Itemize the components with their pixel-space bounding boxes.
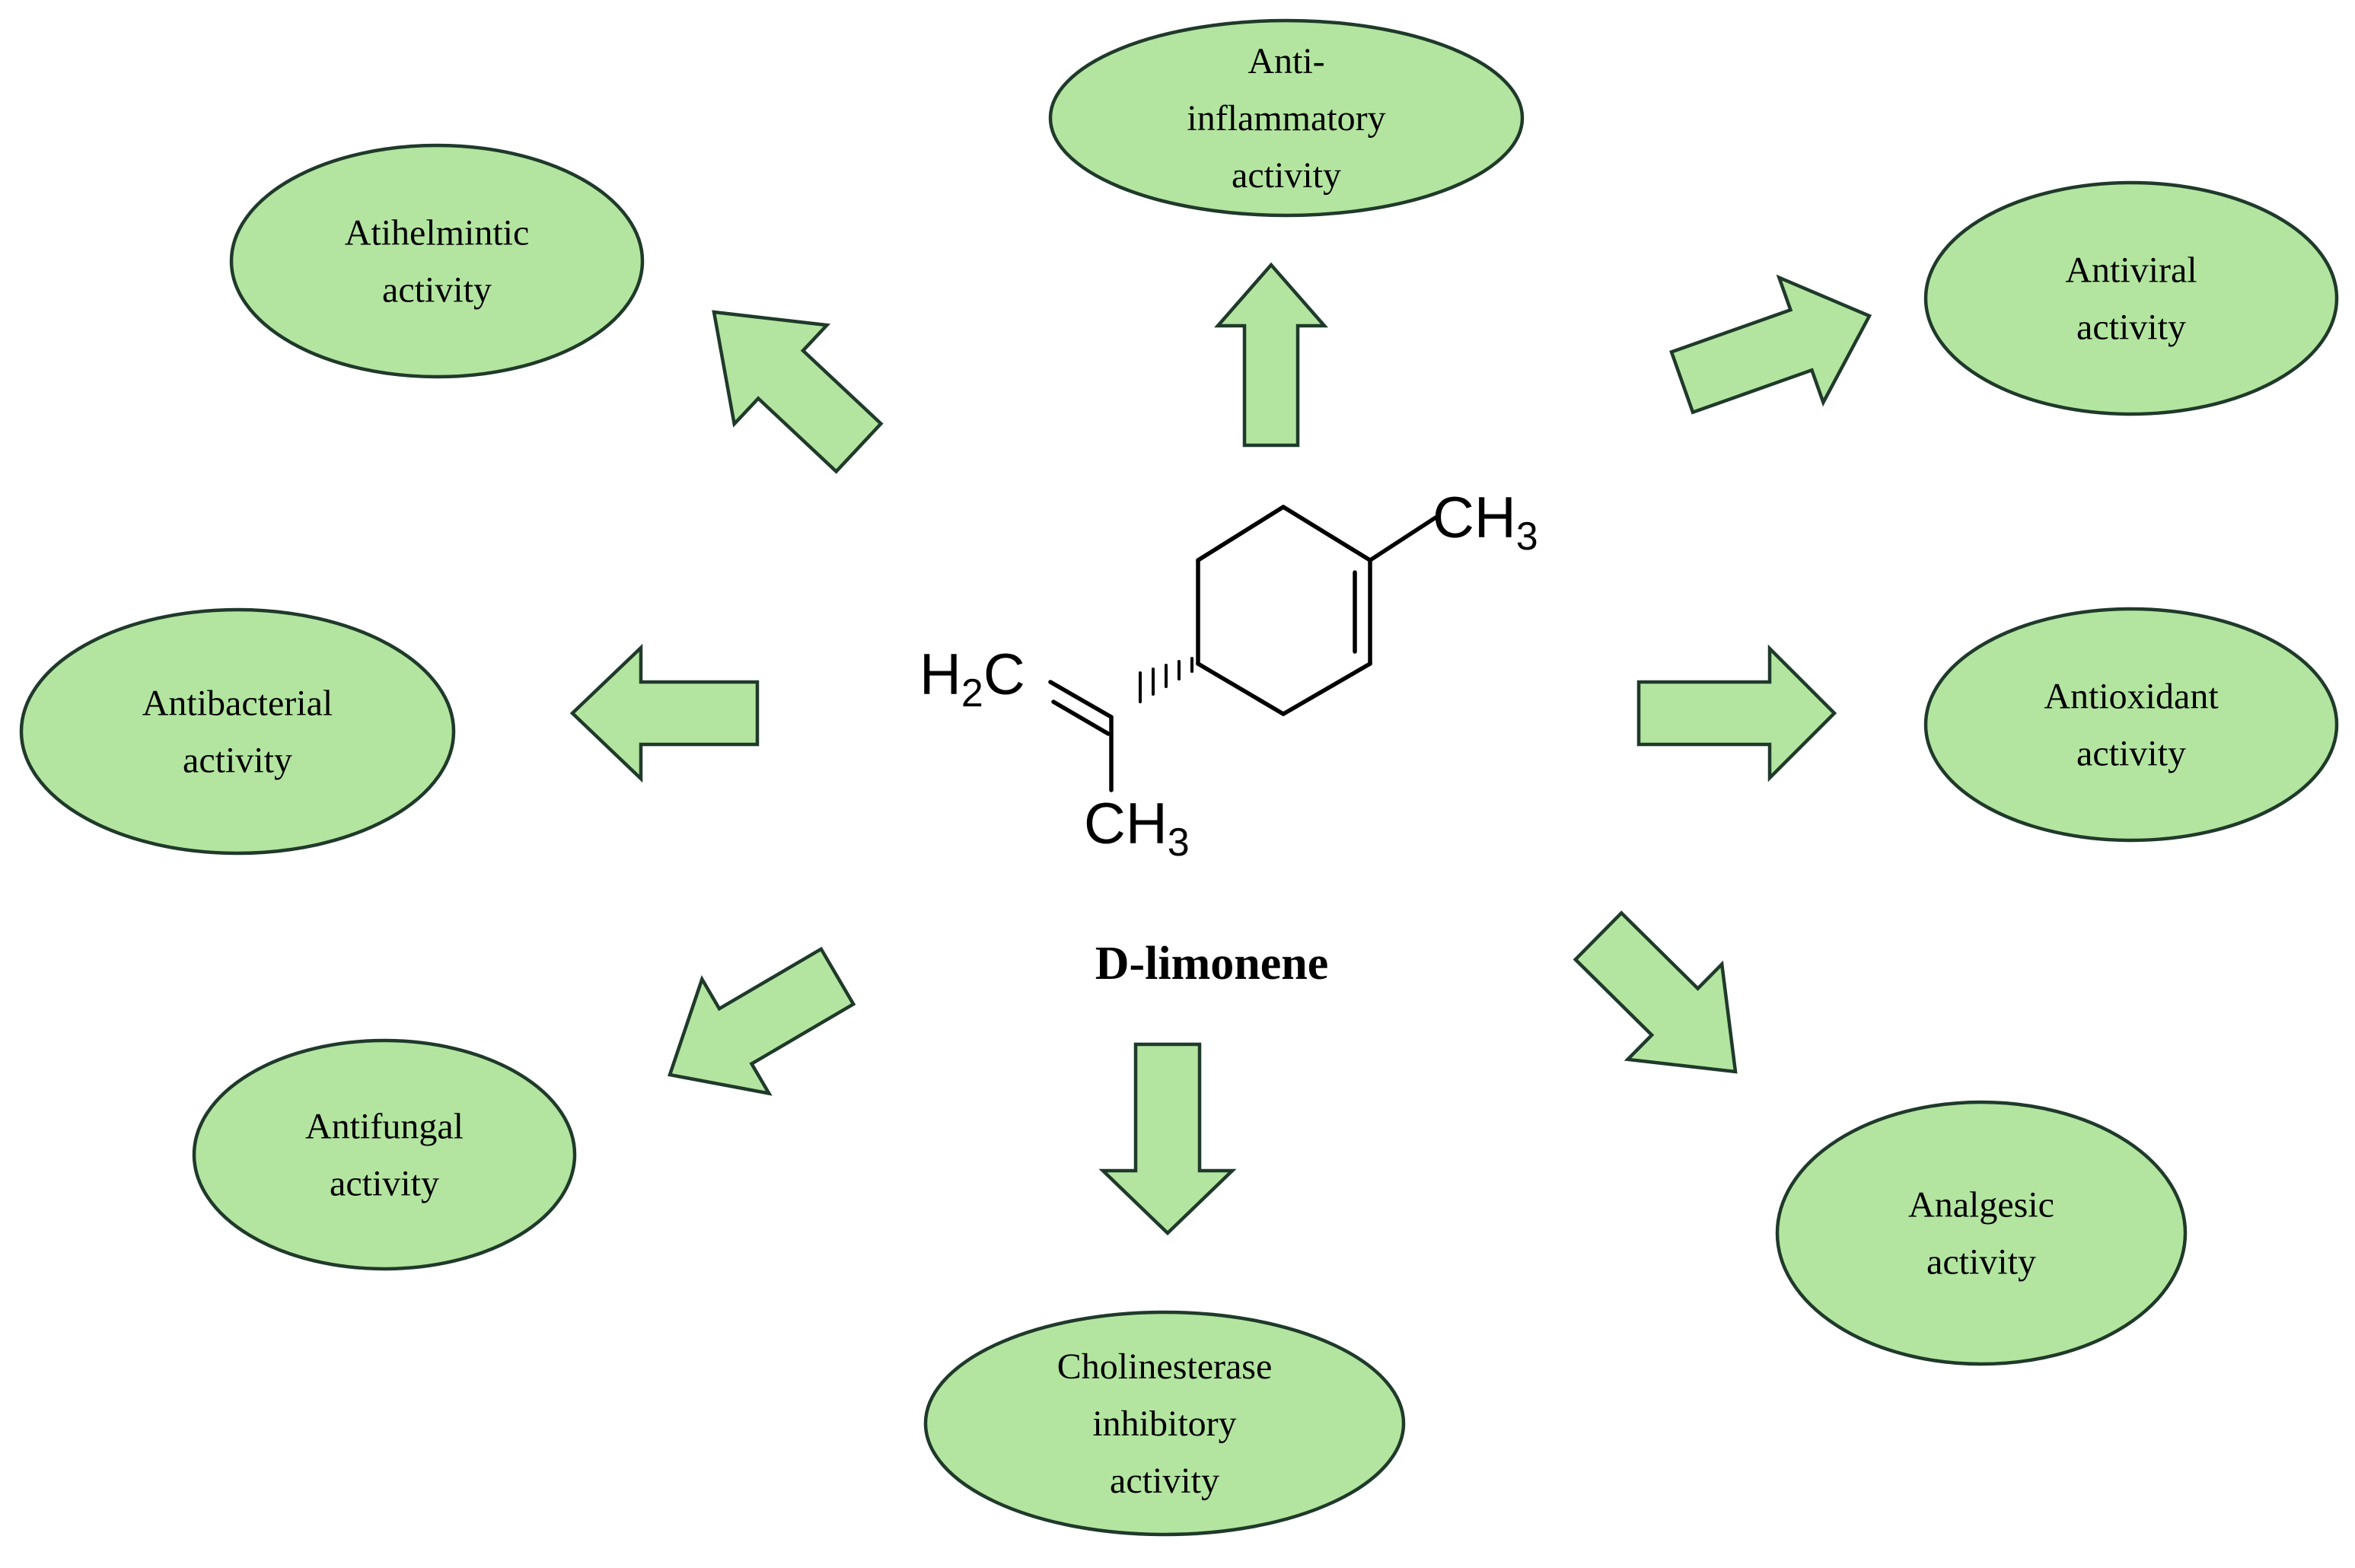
arrows-layer — [569, 262, 1872, 1236]
arrow-to-antiviral — [1669, 274, 1872, 415]
activity-node-atihelmintic: Atihelmintic activity — [229, 143, 645, 379]
methylene-label: H2C — [919, 642, 1025, 715]
activity-label-line: activity — [1232, 155, 1341, 196]
activity-label-line: activity — [330, 1164, 439, 1204]
activity-label-line: Antioxidant — [2044, 677, 2219, 717]
vinyl-double-bond — [1048, 680, 1114, 719]
stereo-hash-bond — [1139, 657, 1193, 703]
activity-label-line: activity — [382, 270, 492, 311]
activity-ellipse — [923, 1310, 1406, 1537]
arrow-to-analgesic — [1573, 910, 1738, 1074]
arrow-to-cholinesterase — [1098, 1042, 1237, 1236]
activity-label-line: activity — [1110, 1461, 1219, 1501]
activity-ellipse — [1923, 180, 2339, 416]
limonene-structure: CH3 H2C CH3 — [919, 486, 1538, 865]
activity-ellipse — [192, 1038, 577, 1271]
activity-label-line: Antifungal — [305, 1107, 464, 1147]
activity-ellipse — [1048, 18, 1525, 218]
activity-ellipse — [229, 143, 645, 379]
activity-label-line: activity — [2076, 734, 2186, 774]
vinyl-double-bond-inner — [1051, 700, 1111, 736]
activity-nodes: Anti-inflammatoryactivityAtihelminticact… — [19, 18, 2339, 1537]
activity-label-line: activity — [1926, 1242, 2036, 1283]
activity-label-line: Antibacterial — [142, 684, 333, 724]
arrow-to-antifungal — [668, 946, 856, 1096]
activity-label-line: Cholinesterase — [1057, 1347, 1273, 1387]
activity-ellipse — [19, 607, 456, 856]
activity-label-line: inhibitory — [1092, 1404, 1236, 1444]
activity-node-antioxidant: Antioxidant activity — [1923, 607, 2339, 843]
activity-label-line: Anti- — [1248, 41, 1324, 81]
activity-node-anti-inflammatory: Anti-inflammatory activity — [1048, 18, 1525, 218]
activity-label-line: Antiviral — [2065, 250, 2197, 291]
activity-label-line: activity — [183, 741, 292, 781]
arrow-to-antibacterial — [569, 643, 760, 783]
activity-node-antibacterial: Antibacterial activity — [19, 607, 456, 856]
activity-label-line: Analgesic — [1908, 1185, 2054, 1225]
ring-bond — [1281, 505, 1372, 563]
methyl-bond — [1368, 515, 1438, 563]
ring-methyl-label: CH3 — [1432, 486, 1538, 559]
activity-node-antifungal: Antifungal activity — [192, 1038, 577, 1271]
ring-bond — [1196, 661, 1286, 716]
activity-ellipse — [1923, 607, 2339, 843]
ring-bond — [1281, 661, 1372, 716]
activity-node-cholinesterase-inhibitory: Cholinesterase inhibitory activity — [923, 1310, 1406, 1537]
activity-ellipse — [1775, 1100, 2188, 1366]
activity-label-line: inflammatory — [1187, 98, 1385, 139]
activity-node-analgesic: Analgesic activity — [1775, 1100, 2188, 1366]
arrow-to-atihelmintic — [712, 310, 884, 474]
arrow-to-anti-inflammatory — [1214, 262, 1328, 448]
arrow-to-antioxidant — [1636, 644, 1837, 782]
activity-label-line: activity — [2076, 308, 2186, 348]
activity-label-line: Atihelmintic — [345, 213, 530, 253]
activity-node-antiviral: Antiviral activity — [1923, 180, 2339, 416]
side-methyl-label: CH3 — [1084, 792, 1190, 865]
compound-title: D-limonene — [1095, 938, 1329, 990]
ring-bond — [1196, 505, 1286, 563]
